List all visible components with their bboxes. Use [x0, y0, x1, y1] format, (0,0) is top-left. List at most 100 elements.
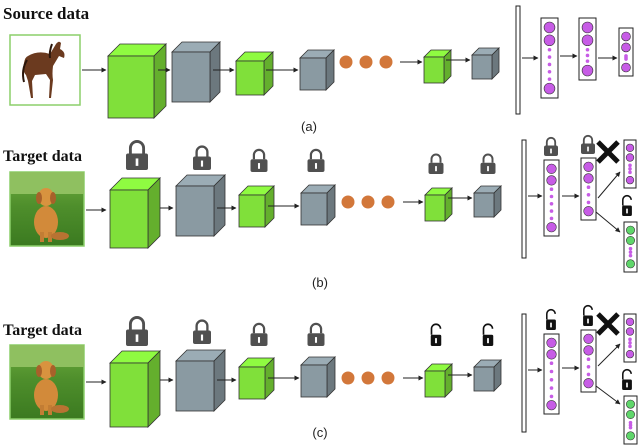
lock-shackle [622, 368, 632, 380]
neuron [625, 143, 635, 152]
conv-block [238, 357, 275, 400]
neuron-small [628, 250, 633, 254]
cube-side-face [153, 43, 167, 119]
neuron-small [586, 372, 591, 377]
neuron [626, 399, 635, 409]
lock-closed-icon [126, 139, 148, 170]
neuron-small [586, 357, 591, 362]
neuron-small [628, 337, 632, 342]
ellipsis-dot [341, 371, 355, 385]
neuron-small [547, 62, 552, 67]
neuron [626, 431, 635, 441]
neuron [543, 82, 556, 95]
neuron [625, 350, 635, 359]
lock-keyhole [257, 337, 261, 343]
neuron-small [549, 194, 554, 199]
cross-icon [596, 312, 620, 336]
neuron-small [549, 378, 554, 382]
row-c-title: Target data [3, 322, 82, 339]
ellipsis-dot [381, 195, 395, 209]
lock-closed-icon [250, 148, 268, 172]
lock-closed-icon [126, 315, 148, 346]
neuron [625, 317, 635, 326]
lock-shackle [582, 134, 594, 144]
ellipsis-dot [361, 371, 375, 385]
feature-separator [515, 5, 521, 115]
lock-open-icon [622, 194, 632, 216]
conv-block [235, 51, 274, 96]
lock-open-icon [583, 304, 593, 326]
cube-front-face [423, 56, 445, 84]
neuron-small [547, 47, 552, 52]
lock-keyhole [200, 160, 204, 167]
neuron [625, 176, 635, 185]
feature-separator [521, 313, 527, 433]
lock-keyhole [626, 208, 628, 214]
neuron-small [547, 69, 552, 74]
lock-open-icon [622, 368, 632, 390]
row-c-caption: (c) [312, 425, 327, 440]
neuron-small [586, 200, 591, 205]
neuron [583, 206, 594, 217]
cube-front-face [175, 360, 215, 412]
lock-closed-icon [250, 322, 268, 346]
pool-block [473, 185, 502, 218]
layer-frame [580, 157, 597, 221]
cross-stroke [596, 312, 620, 336]
cube-front-face [299, 57, 327, 91]
lock-shackle [252, 322, 266, 334]
cube-front-face [471, 54, 493, 80]
cube-side-face [147, 350, 161, 428]
lock-keyhole [135, 158, 139, 166]
neuron [583, 333, 594, 344]
pool-block [299, 49, 335, 91]
flow-arrow [595, 385, 621, 405]
lock-shackle [583, 304, 593, 316]
lock-open-icon [546, 308, 556, 330]
lock-shackle [195, 145, 209, 157]
dog-photo [9, 171, 85, 247]
neuron [626, 259, 635, 269]
output-layer-new [623, 395, 638, 445]
conv-block [107, 43, 167, 119]
cube-side-face [213, 174, 226, 237]
fc-layer [543, 159, 560, 237]
flow-arrow [597, 171, 621, 199]
cross-stroke [596, 140, 620, 164]
conv-block [424, 187, 453, 222]
ellipsis-dot [341, 195, 355, 209]
ellipsis-dot [359, 55, 373, 69]
lock-shackle [195, 319, 209, 331]
neuron [546, 349, 557, 360]
lock-keyhole [135, 334, 139, 342]
neuron-small [586, 365, 591, 369]
cube-front-face [473, 192, 495, 218]
lock-keyhole [314, 163, 318, 169]
lock-shackle [622, 194, 632, 206]
neuron-small [628, 341, 632, 345]
row-b-caption: (b) [312, 275, 328, 290]
neuron-small [628, 253, 633, 258]
neuron-small [585, 47, 590, 52]
output-layer-new [623, 221, 638, 273]
lock-keyhole [257, 163, 261, 169]
neuron-small [628, 425, 633, 430]
lock-keyhole [587, 146, 589, 152]
lock-shackle [309, 148, 323, 160]
neuron-small [628, 344, 632, 349]
neuron [625, 327, 635, 336]
lock-shackle [482, 323, 494, 335]
lock-keyhole [550, 148, 552, 154]
cube-front-face [300, 192, 328, 226]
neuron [625, 153, 635, 162]
conv-block [109, 177, 161, 249]
neuron-small [547, 77, 552, 81]
ellipsis-dot [379, 55, 393, 69]
network-layers [82, 5, 638, 445]
cube-front-face [300, 364, 328, 398]
neuron-small [628, 420, 633, 425]
dog-photo [9, 344, 85, 420]
neuron-small [549, 187, 554, 191]
lock-closed-icon [428, 153, 444, 174]
